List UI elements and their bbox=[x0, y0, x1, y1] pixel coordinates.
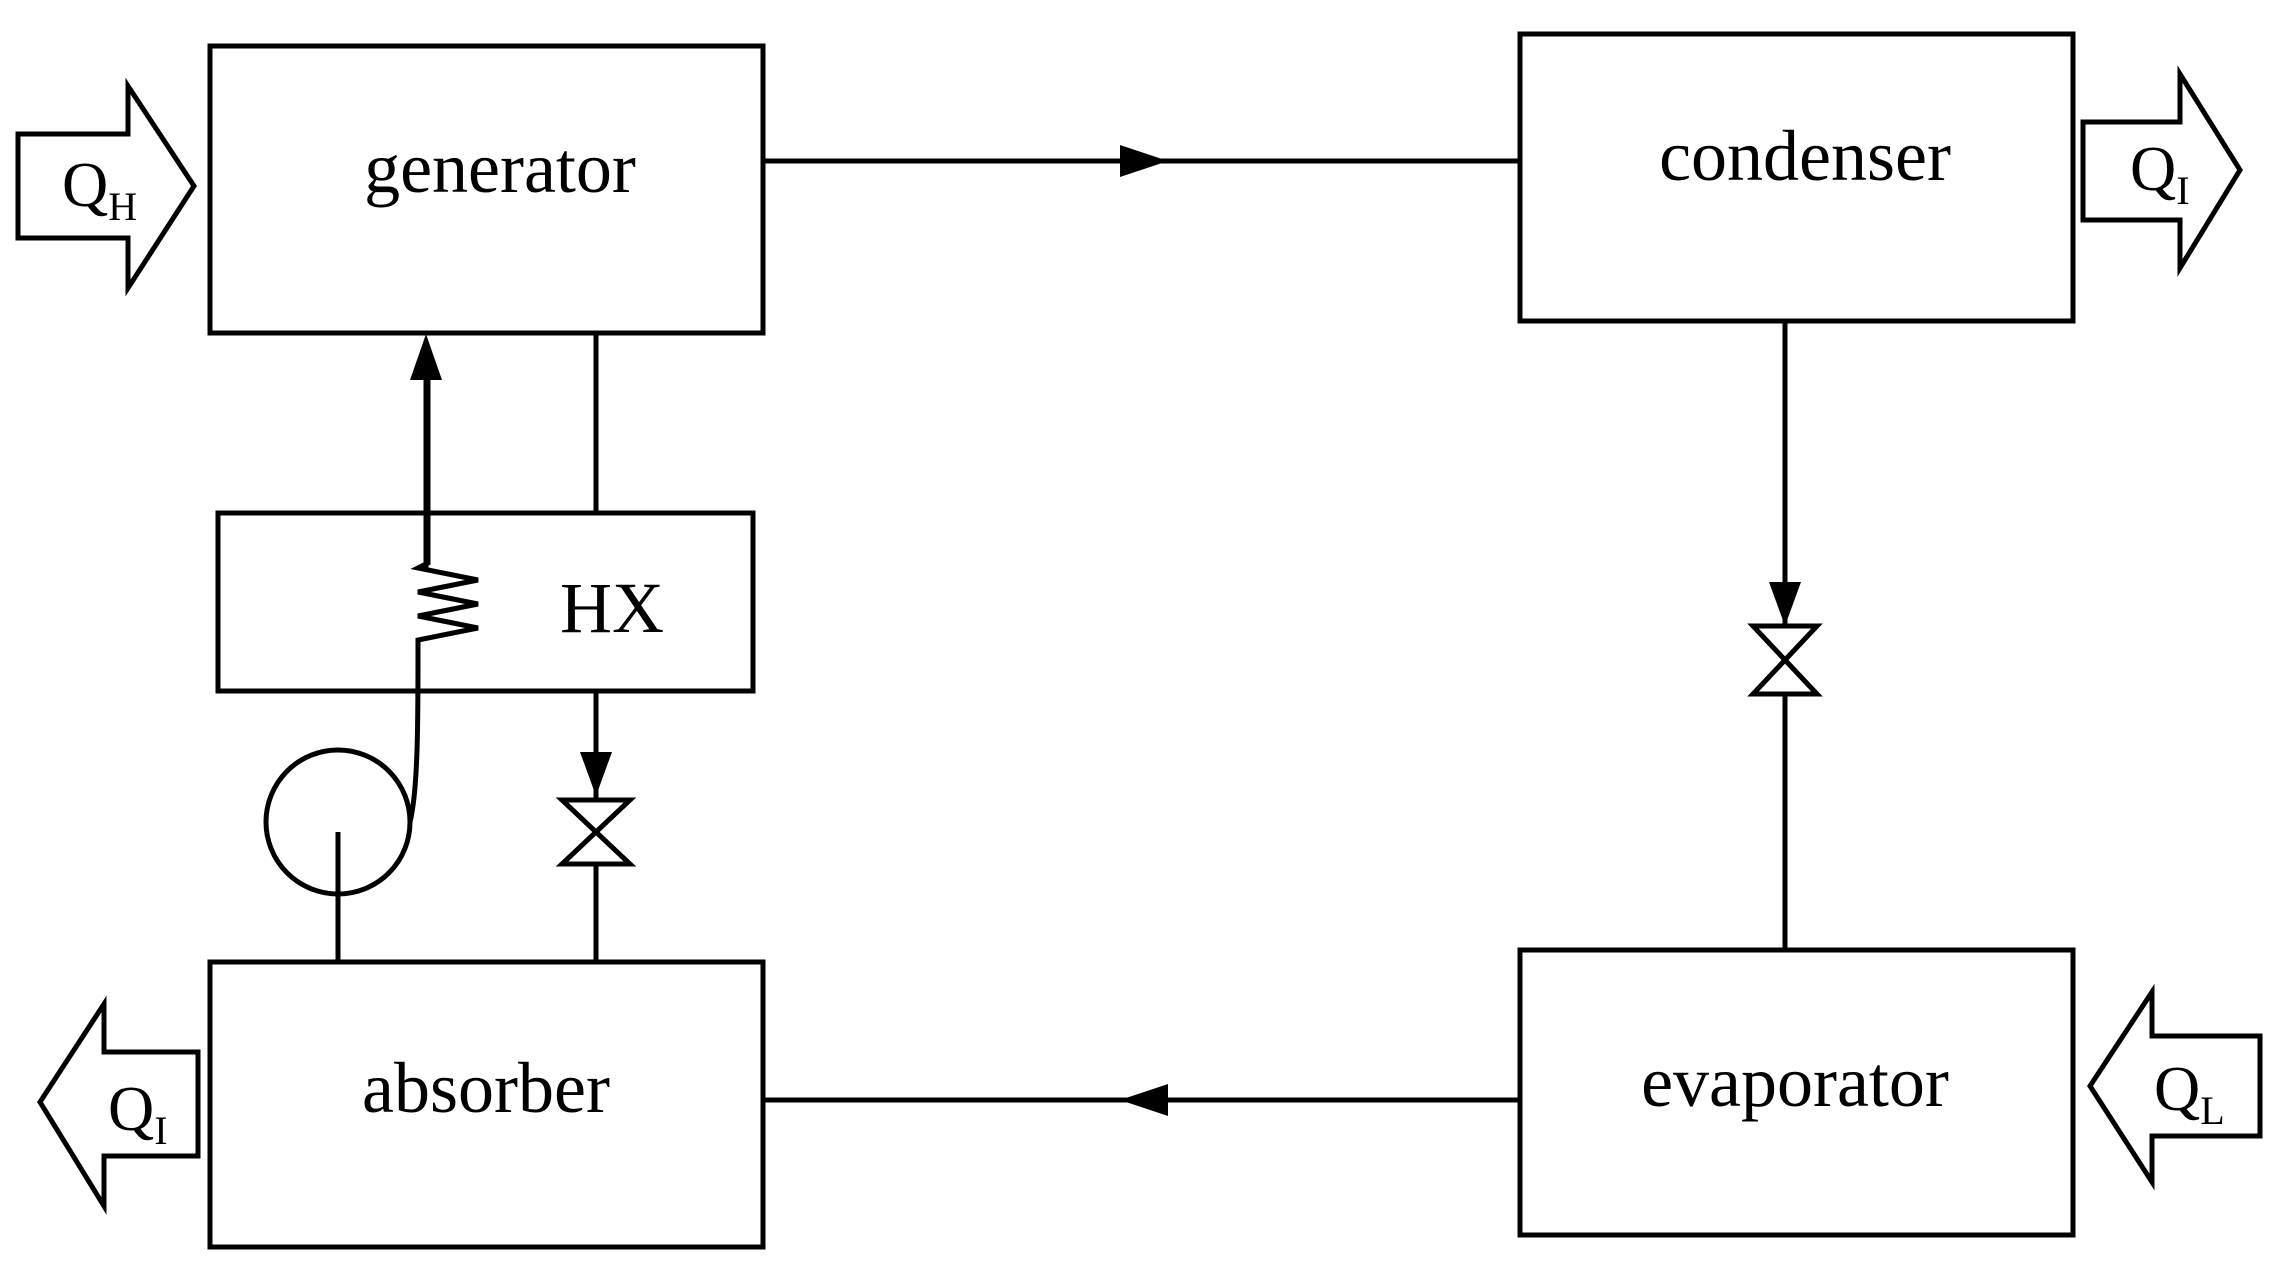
heat-exchanger-box bbox=[215, 510, 756, 694]
flow-arrow-down-right bbox=[1769, 582, 1801, 626]
absorber-box bbox=[207, 959, 766, 1250]
evaporator-label: evaporator bbox=[1641, 1042, 1949, 1122]
condenser-label: condenser bbox=[1659, 116, 1951, 196]
generator-box bbox=[207, 43, 766, 336]
flow-arrow-down-left bbox=[580, 752, 612, 796]
absorber-label: absorber bbox=[362, 1048, 610, 1128]
heat-output-condenser-label: QI bbox=[2130, 133, 2190, 213]
heat-exchanger-label: HX bbox=[560, 568, 664, 648]
heat-output-absorber-arrow bbox=[37, 995, 201, 1215]
expansion-valve-left bbox=[555, 797, 637, 867]
heat-input-evaporator-arrow bbox=[2087, 983, 2263, 1191]
generator-label: generator bbox=[364, 128, 636, 208]
condenser-box bbox=[1517, 31, 2076, 324]
heat-input-evaporator-label: QL bbox=[2154, 1053, 2225, 1133]
expansion-valve-right bbox=[1747, 623, 1823, 697]
evaporator-box bbox=[1517, 947, 2076, 1238]
pump-outlet-line bbox=[407, 651, 421, 823]
heat-input-generator-arrow bbox=[15, 77, 197, 297]
heat-output-condenser-arrow bbox=[2080, 65, 2243, 277]
flow-arrow-left bbox=[1120, 1084, 1168, 1116]
heat-exchanger-coil bbox=[410, 356, 479, 652]
heat-output-absorber-label: QI bbox=[108, 1073, 168, 1153]
heat-input-generator-label: QH bbox=[62, 149, 137, 229]
flow-arrow-right bbox=[1120, 145, 1168, 177]
flow-arrow-up bbox=[410, 334, 442, 380]
